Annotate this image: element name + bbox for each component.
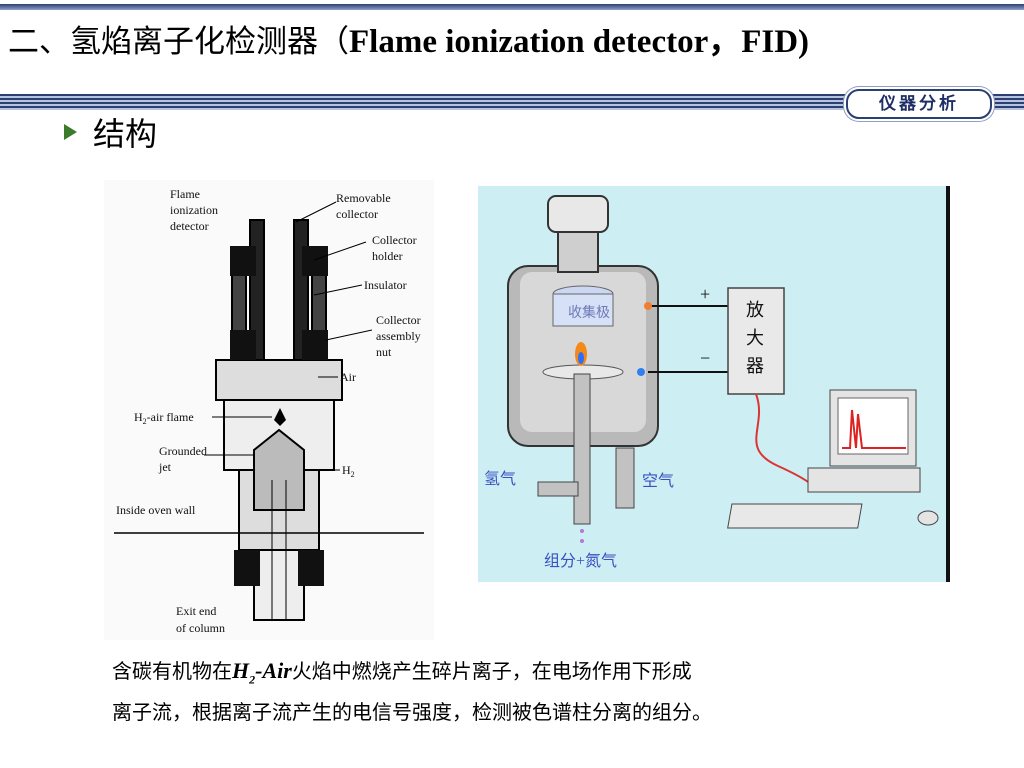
label-h2: H2 [342, 463, 355, 479]
label-oven-wall: Inside oven wall [116, 503, 196, 517]
label-nut-1: Collector [376, 313, 421, 327]
label-air: Air [340, 370, 356, 384]
air-inlet-label: 空气 [642, 472, 674, 490]
bullet-item: 结构 [64, 112, 158, 153]
label-insulator: Insulator [364, 278, 407, 292]
bullet-arrow-icon [64, 124, 77, 140]
label-exit-2: of column [176, 621, 225, 635]
label-jet-2: jet [158, 460, 172, 474]
label-removable-1: Removable [336, 191, 391, 205]
label-flame-line3: detector [170, 219, 209, 233]
label-removable-2: collector [336, 207, 378, 221]
amp-char-1: 放 [746, 300, 764, 320]
fid-cross-section-diagram: Flame ionization detector Removable coll… [104, 180, 434, 640]
title-english: Flame ionization detector，FID) [349, 24, 810, 60]
amp-char-2: 大 [746, 328, 764, 348]
slide-title: 二、氢焰离子化检测器（Flame ionization detector，FID… [8, 22, 809, 62]
plus-sign: + [700, 284, 710, 304]
caption-line-1: 含碳有机物在H2-Air火焰中燃烧产生碎片离子，在电场作用下形成 [112, 658, 692, 687]
fid-working-principle-diagram: 收集极 + − 放 大 器 氢气 空气 组分+氮气 [478, 186, 950, 582]
amp-char-3: 器 [746, 356, 764, 376]
label-holder-2: holder [372, 249, 403, 263]
label-holder-1: Collector [372, 233, 417, 247]
label-flame-line1: Flame [170, 187, 200, 201]
title-chinese: 二、氢焰离子化检测器（ [8, 24, 349, 60]
label-nut-2: assembly [376, 329, 421, 343]
collector-plate-label: 收集极 [568, 304, 610, 321]
course-badge: 仪器分析 [846, 89, 992, 119]
caption-text: 含碳有机物在H2-Air火焰中燃烧产生碎片离子，在电场作用下形成 离子流，根据离… [112, 654, 972, 729]
caption-line-2: 离子流，根据离子流产生的电信号强度，检测被色谱柱分离的组分。 [112, 700, 712, 725]
sample-gas-label: 组分+氮气 [544, 552, 617, 570]
label-flame-line2: ionization [170, 203, 218, 217]
minus-sign: − [700, 348, 710, 368]
label-h2-flame: H2-air flame [134, 410, 194, 426]
label-exit-1: Exit end [176, 604, 216, 618]
top-rule [0, 4, 1024, 10]
label-jet-1: Grounded [159, 444, 207, 458]
hydrogen-label: 氢气 [484, 470, 516, 488]
header-rule [0, 94, 1024, 110]
label-nut-3: nut [376, 345, 392, 359]
bullet-text: 结构 [93, 115, 158, 153]
